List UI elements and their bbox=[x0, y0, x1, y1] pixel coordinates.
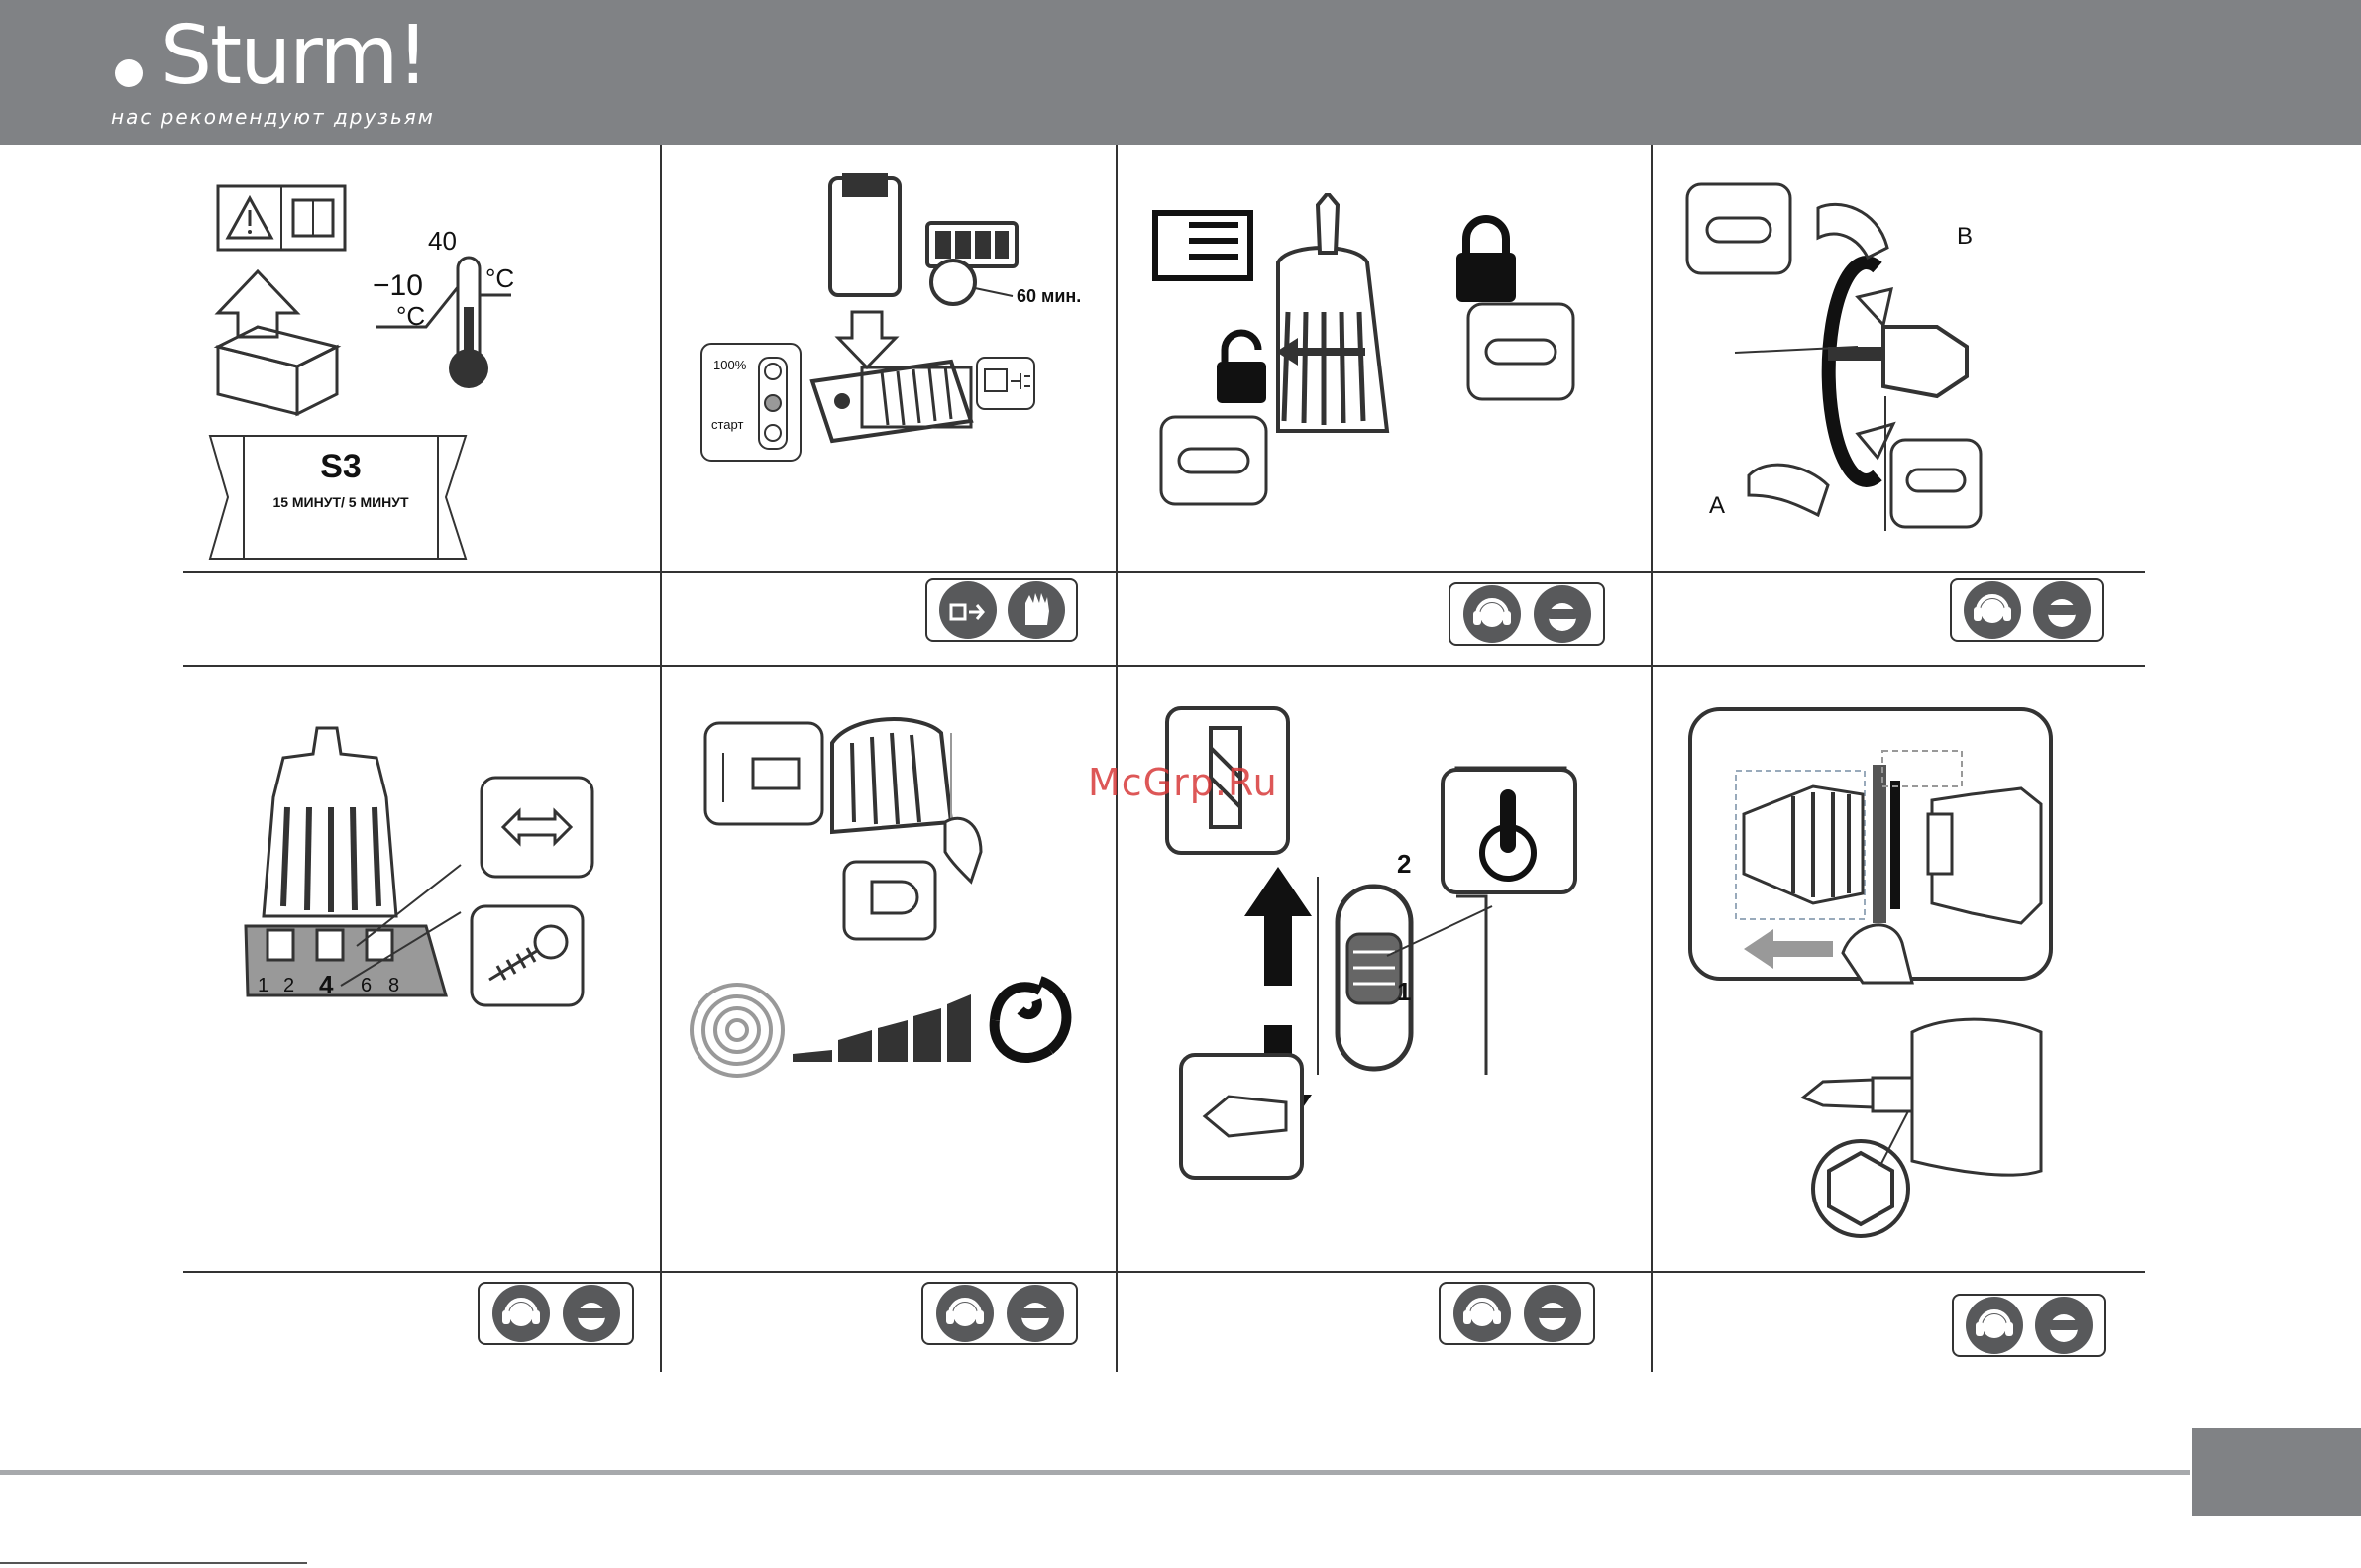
duty-mode-detail: 15 МИНУТ/ 5 МИНУТ bbox=[272, 494, 409, 510]
temp-high: 40 bbox=[428, 226, 457, 256]
gear-position-1: 1 bbox=[1397, 977, 1411, 1006]
clock-icon bbox=[931, 261, 975, 304]
temp-low: −10 bbox=[373, 269, 423, 302]
page-number-tab bbox=[2192, 1428, 2361, 1516]
brand-name: Sturm! bbox=[161, 16, 427, 97]
eye-protection-icon bbox=[563, 1285, 620, 1342]
screwdriver-bit bbox=[1803, 1080, 1873, 1107]
ppe-unplug-gloves bbox=[925, 578, 1078, 642]
eye-protection-icon bbox=[1007, 1285, 1064, 1342]
eye-protection-icon bbox=[2035, 1297, 2093, 1354]
duty-mode: S3 bbox=[320, 448, 362, 485]
panel-rotation-direction: B A bbox=[1679, 178, 1996, 535]
ppe-hearing-eye-4 bbox=[1950, 578, 2104, 642]
hearing-protection-icon bbox=[936, 1285, 994, 1342]
lock-open-icon bbox=[1217, 362, 1266, 403]
panel-operating-conditions: 40 °C −10 °C S3 15 МИНУТ/ 5 МИНУТ bbox=[198, 178, 634, 560]
mode-drill-icon bbox=[1468, 304, 1573, 399]
eye-protection-icon bbox=[2033, 581, 2091, 639]
hearing-protection-icon bbox=[1964, 581, 2021, 639]
ppe-hearing-eye-8 bbox=[1952, 1294, 2106, 1357]
ppe-hearing-eye-6 bbox=[921, 1282, 1078, 1345]
brand-slogan: нас рекомендуют друзьям bbox=[111, 105, 435, 129]
torque-number: 8 bbox=[388, 975, 399, 996]
hearing-protection-icon bbox=[492, 1285, 550, 1342]
unplug-icon bbox=[939, 581, 997, 639]
panel-chuck-lock bbox=[1149, 193, 1585, 520]
chuck-body bbox=[1278, 248, 1387, 431]
torque-number: 6 bbox=[361, 975, 372, 996]
panel-chuck-removal bbox=[1684, 705, 2061, 1240]
mode-screw-icon bbox=[1891, 440, 1981, 527]
hearing-protection-icon bbox=[1453, 1285, 1511, 1342]
chuck-removal-illustration bbox=[1684, 705, 2061, 1240]
watermark: McGrp.Ru bbox=[1088, 761, 1278, 804]
operating-conditions-illustration: 40 °C −10 °C S3 15 МИНУТ/ 5 МИНУТ bbox=[198, 178, 634, 560]
fast-spiral-icon bbox=[995, 981, 1067, 1058]
sturm-logo: Sturm! нас рекомендуют друзьям bbox=[111, 24, 468, 133]
panel-charging: 60 мин. 100% старт bbox=[694, 173, 1100, 470]
lock-closed-icon bbox=[1456, 253, 1516, 302]
temp-high-unit: °C bbox=[485, 263, 514, 293]
charging-illustration: 60 мин. 100% старт bbox=[694, 173, 1100, 470]
header-bar: Sturm! нас рекомендуют друзьям bbox=[0, 0, 2361, 145]
indicator-start: старт bbox=[711, 417, 743, 432]
charge-time: 60 мин. bbox=[1017, 286, 1081, 306]
logo-dot bbox=[115, 59, 143, 87]
switch-position-b: B bbox=[1957, 223, 1973, 250]
ppe-hearing-eye-5 bbox=[478, 1282, 634, 1345]
arrow-up bbox=[1244, 867, 1312, 986]
chuck-lock-illustration bbox=[1149, 193, 1585, 520]
panel-variable-speed bbox=[684, 693, 1100, 1099]
torque-setting-illustration: 1 2 4 6 8 bbox=[238, 718, 604, 1015]
torque-number: 2 bbox=[283, 975, 294, 996]
gloves-icon bbox=[1008, 581, 1065, 639]
variable-speed-illustration bbox=[684, 693, 1100, 1099]
footer-rule bbox=[0, 1470, 2190, 1475]
slow-spiral-icon bbox=[692, 985, 783, 1076]
ppe-hearing-eye-7 bbox=[1439, 1282, 1595, 1345]
screw-bit-icon bbox=[1181, 1055, 1302, 1178]
panel-torque-setting: 1 2 4 6 8 bbox=[238, 718, 604, 1015]
rotation-direction-illustration: B A bbox=[1679, 178, 1996, 535]
eye-protection-icon bbox=[1534, 585, 1591, 643]
bottom-rule bbox=[0, 1562, 307, 1564]
switch-position-a: A bbox=[1709, 492, 1725, 519]
eye-protection-icon bbox=[1524, 1285, 1581, 1342]
indicator-full: 100% bbox=[713, 358, 747, 372]
trigger-press-icon bbox=[844, 862, 935, 939]
gear-position-2: 2 bbox=[1397, 849, 1411, 879]
mode-drill-icon bbox=[1687, 184, 1790, 273]
ppe-hearing-eye-3 bbox=[1449, 582, 1605, 646]
temp-low-unit: °C bbox=[396, 301, 425, 331]
mode-screw-icon bbox=[1161, 417, 1266, 504]
hearing-protection-icon bbox=[1966, 1297, 2023, 1354]
hearing-protection-icon bbox=[1463, 585, 1521, 643]
torque-number: 4 bbox=[319, 970, 334, 999]
torque-number: 1 bbox=[258, 975, 268, 996]
